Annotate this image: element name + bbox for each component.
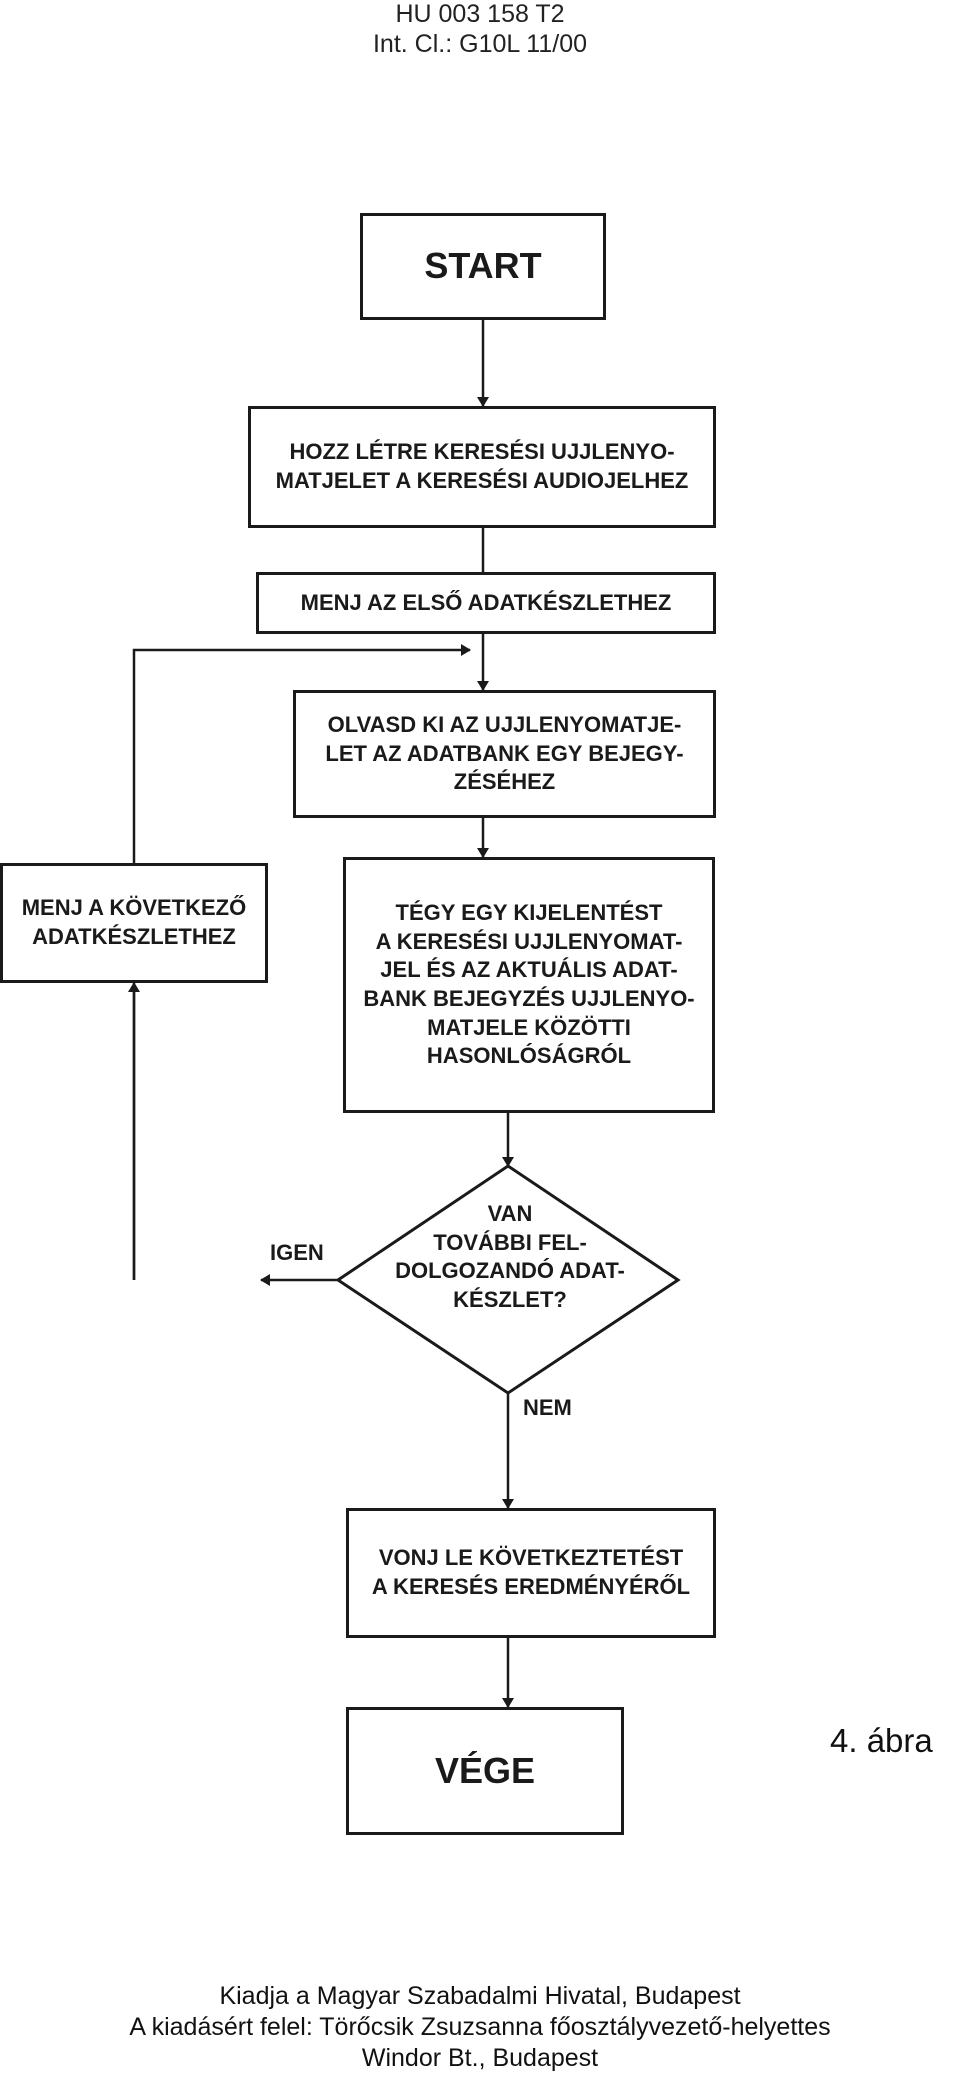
first-dataset-box: MENJ AZ ELSŐ ADATKÉSZLETHEZ [256,572,716,634]
create-fingerprint-box: HOZZ LÉTRE KERESÉSI UJJLENYO- MATJELET A… [248,406,716,528]
read-fingerprint-box: OLVASD KI AZ UJJLENYOMATJE- LET AZ ADATB… [293,690,716,818]
compare-box: TÉGY EGY KIJELENTÉST A KERESÉSI UJJLENYO… [343,857,715,1113]
decision-text: VAN TOVÁBBI FEL- DOLGOZANDÓ ADAT- KÉSZLE… [395,1201,625,1312]
label-yes: IGEN [270,1240,324,1265]
end-box: VÉGE [346,1707,624,1835]
patent-number: HU 003 158 T2 [395,0,565,28]
footer-responsible: A kiadásért felel: Törőcsik Zsuzsanna fő… [129,2013,831,2041]
footer-printer: Windor Bt., Budapest [361,2044,599,2072]
figure-label: 4. ábra [830,1722,933,1759]
classification: Int. Cl.: G10L 11/00 [372,30,587,58]
footer-publisher: Kiadja a Magyar Szabadalmi Hivatal, Buda… [219,1982,741,2010]
decision-diamond [335,1164,681,1395]
conclude-box: VONJ LE KÖVETKEZTETÉST A KERESÉS EREDMÉN… [346,1508,716,1638]
line-next-loop-back [132,644,471,863]
next-dataset-box: MENJ A KÖVETKEZŐ ADATKÉSZLETHEZ [0,863,268,983]
start-box: START [360,213,606,320]
label-no: NEM [523,1395,572,1420]
